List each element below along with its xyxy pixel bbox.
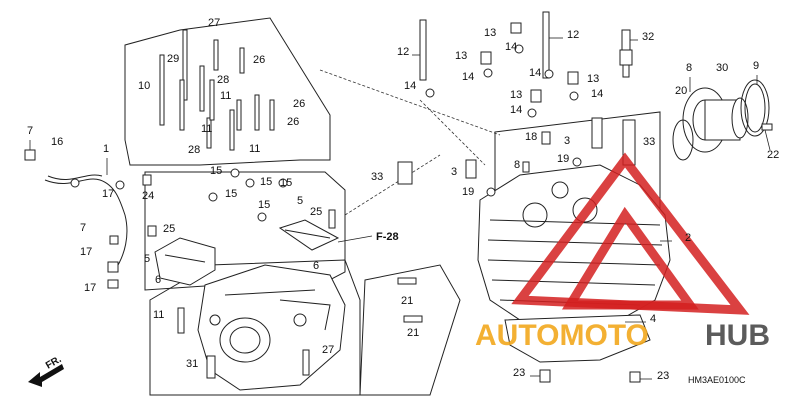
caps-23 <box>539 369 641 383</box>
callout-5: 5 <box>297 195 303 207</box>
callout-23: 23 <box>513 367 525 379</box>
f28-arrow: F-28 <box>337 231 399 243</box>
callout-6: 6 <box>155 274 161 286</box>
callout-14: 14 <box>591 88 603 100</box>
callout-29: 29 <box>167 53 179 65</box>
callout-15: 15 <box>210 165 222 177</box>
callout-16: 16 <box>51 136 63 148</box>
callout-18: 18 <box>525 131 537 143</box>
callout-25: 25 <box>310 206 322 218</box>
callout-11: 11 <box>201 123 212 135</box>
head-cover-group-outline <box>144 171 346 291</box>
callout-15: 15 <box>260 176 272 188</box>
callout-3: 3 <box>564 135 570 147</box>
callout-24: 24 <box>142 190 154 202</box>
callout-17: 17 <box>80 246 92 258</box>
callout-28: 28 <box>188 144 200 156</box>
dowel-group-outline <box>359 264 461 396</box>
callout-21: 21 <box>407 327 419 339</box>
watermark-text-accent: AUTOMOTO <box>475 319 649 352</box>
callout-25: 25 <box>163 223 175 235</box>
callout-19: 19 <box>462 186 474 198</box>
watermark-text-dark: HUB <box>705 319 770 352</box>
stud-bolts <box>159 29 275 151</box>
callout-12: 12 <box>397 46 409 58</box>
f28-label: F-28 <box>376 231 399 243</box>
callout-5: 5 <box>144 253 150 265</box>
callout-27: 27 <box>208 17 220 29</box>
callout-26: 26 <box>253 54 265 66</box>
callout-30: 30 <box>716 62 728 74</box>
cap-nuts <box>480 22 579 118</box>
intake-clamp <box>740 79 773 137</box>
leader-dashed-1 <box>319 69 501 136</box>
spark-plug <box>619 29 633 78</box>
callout-13: 13 <box>587 73 599 85</box>
callout-1: 1 <box>103 143 109 155</box>
breather-cover <box>154 237 216 286</box>
callout-13: 13 <box>510 89 522 101</box>
callout-17: 17 <box>102 188 114 200</box>
callout-11: 11 <box>153 309 164 321</box>
leader-lines <box>29 37 771 380</box>
callout-15: 15 <box>258 199 270 211</box>
callout-7: 7 <box>80 222 86 234</box>
callout-14: 14 <box>404 80 416 92</box>
callout-33: 33 <box>643 136 655 148</box>
callout-13: 13 <box>455 50 467 62</box>
callout-21: 21 <box>401 295 413 307</box>
callout-19: 19 <box>557 153 569 165</box>
callout-8: 8 <box>686 62 692 74</box>
callout-10: 10 <box>138 80 150 92</box>
callout-26: 26 <box>287 116 299 128</box>
callout-12: 12 <box>567 29 579 41</box>
callout-3: 3 <box>451 166 457 178</box>
callout-22: 22 <box>767 149 779 161</box>
reference-code: HM3AE0100C <box>688 375 746 385</box>
callout-7: 7 <box>27 125 33 137</box>
callout-11: 11 <box>220 90 231 102</box>
dowel-pins <box>397 277 423 323</box>
callout-31: 31 <box>186 358 198 370</box>
insulator <box>672 87 749 161</box>
callout-27: 27 <box>322 344 334 356</box>
callout-8: 8 <box>514 159 520 171</box>
callout-28: 28 <box>217 74 229 86</box>
callout-9: 9 <box>753 60 759 72</box>
callout-13: 13 <box>484 27 496 39</box>
callout-17: 17 <box>84 282 96 294</box>
callout-14: 14 <box>529 67 541 79</box>
leader-dashed-2 <box>344 154 441 216</box>
bolt-group-outline <box>124 17 331 166</box>
callout-14: 14 <box>510 104 522 116</box>
front-arrow: FR. <box>28 354 64 387</box>
callout-2: 2 <box>685 232 691 244</box>
callout-6: 6 <box>313 260 319 272</box>
callout-4: 4 <box>650 313 656 325</box>
valve-guides <box>397 117 636 197</box>
callout-11: 11 <box>249 143 260 155</box>
callout-15: 15 <box>280 177 292 189</box>
callout-15: 15 <box>225 188 237 200</box>
head-cover <box>197 264 346 391</box>
leader-dashed-3 <box>419 99 486 166</box>
head-bolts <box>419 11 550 98</box>
callout-23: 23 <box>657 370 669 382</box>
callout-26: 26 <box>293 98 305 110</box>
callout-14: 14 <box>462 71 474 83</box>
gasket <box>278 219 340 251</box>
callout-14: 14 <box>505 41 517 53</box>
callout-33: 33 <box>371 171 383 183</box>
callout-20: 20 <box>675 85 687 97</box>
watermark-logo <box>511 152 750 315</box>
callout-32: 32 <box>642 31 654 43</box>
